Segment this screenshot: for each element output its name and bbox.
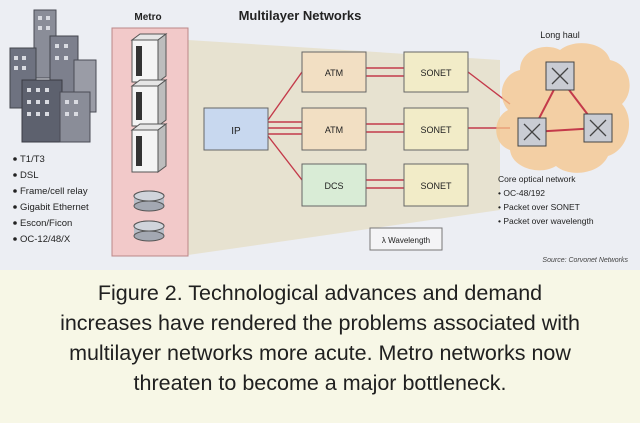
- access-item: OC-12/48/X: [20, 234, 71, 245]
- access-item: Frame/cell relay: [20, 186, 88, 197]
- diagram-title: Multilayer Networks: [239, 8, 362, 23]
- layer-links: [267, 67, 511, 189]
- caption-line: threaten to become a major bottleneck.: [133, 371, 507, 395]
- metro-equipment-icon: [130, 33, 168, 242]
- core-network-item: • OC-48/192: [498, 188, 545, 198]
- caption-line: Figure 2. Technological advances and dem…: [97, 281, 543, 305]
- dcs-node-label: DCS: [324, 181, 343, 191]
- access-item: DSL: [20, 170, 38, 181]
- ip-node: [203, 107, 269, 151]
- figure-caption: Figure 2. Technological advances and dem…: [0, 270, 640, 423]
- sonet-node-top: [403, 51, 469, 93]
- buildings-icon: [9, 9, 97, 143]
- ip-node-label: IP: [231, 126, 241, 137]
- atm-node-top: [301, 51, 367, 93]
- wavelength-label: λ Wavelength: [382, 236, 430, 245]
- optical-switch-icon: [517, 61, 613, 147]
- caption-line: increases have rendered the problems ass…: [60, 311, 580, 335]
- core-network-item: • Packet over wavelength: [498, 216, 594, 226]
- access-technologies-list: T1/T3 DSL Frame/cell relay Gigabit Ether…: [20, 154, 89, 245]
- source-credit: Source: Corvonet Networks: [542, 257, 628, 264]
- access-item: Gigabit Ethernet: [20, 202, 89, 213]
- sonet-node-top-label: SONET: [420, 68, 452, 78]
- sonet-node-bottom-label: SONET: [420, 181, 452, 191]
- sonet-node-middle: [403, 107, 469, 151]
- access-bullets: [13, 157, 17, 241]
- core-network-title: Core optical network: [498, 174, 576, 184]
- atm-node-middle-label: ATM: [325, 125, 343, 135]
- wavelength-node: [369, 227, 443, 251]
- atm-node-top-label: ATM: [325, 68, 343, 78]
- dcs-node: [301, 163, 367, 207]
- access-item: Escon/Ficon: [20, 218, 72, 229]
- atm-node-middle: [301, 107, 367, 151]
- multilayer-network-diagram: Multilayer Networks: [0, 0, 640, 270]
- access-item: T1/T3: [20, 154, 45, 165]
- metro-label: Metro: [134, 12, 161, 23]
- sonet-node-middle-label: SONET: [420, 125, 452, 135]
- caption-line: multilayer networks more acute. Metro ne…: [69, 341, 571, 365]
- core-network-item: • Packet over SONET: [498, 202, 580, 212]
- longhaul-label: Long haul: [540, 30, 580, 40]
- sonet-node-bottom: [403, 163, 469, 207]
- diagram-canvas: Multilayer Networks: [9, 8, 630, 264]
